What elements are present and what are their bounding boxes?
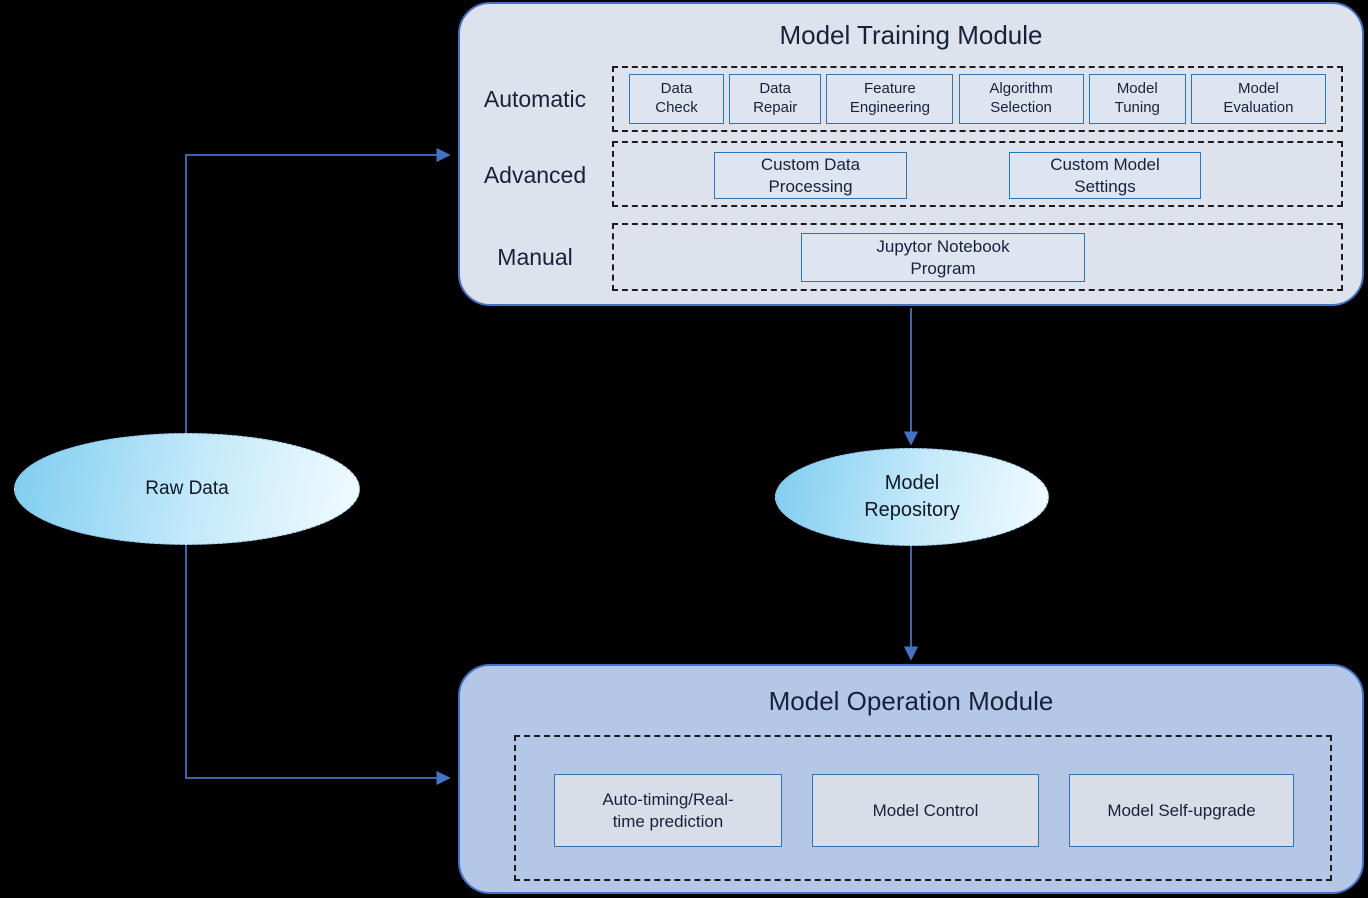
task-box-model-evaluation: Model Evaluation <box>1190 74 1326 124</box>
model-operation-module: Model Operation Module Auto-timing/Real-… <box>458 664 1364 894</box>
task-box-algorithm-selection: Algorithm Selection <box>958 74 1084 124</box>
task-box-model-control: Model Control <box>812 774 1039 847</box>
training-module-title: Model Training Module <box>779 20 1043 50</box>
row-label-automatic: Automatic <box>483 86 587 112</box>
model-training-module: Model Training Module Automatic Data Che… <box>458 2 1364 306</box>
model-repository-node: Model Repository <box>775 448 1049 546</box>
task-box-jupytor-notebook-program: Jupytor Notebook Program <box>801 233 1085 282</box>
operation-group: Auto-timing/Real- time prediction Model … <box>514 735 1332 881</box>
raw-data-label: Raw Data <box>145 478 229 500</box>
task-box-custom-model-settings: Custom Model Settings <box>1009 152 1201 199</box>
task-box-model-tuning: Model Tuning <box>1088 74 1186 124</box>
automatic-group: Data Check Data Repair Feature Engineeri… <box>612 66 1343 132</box>
task-box-feature-engineering: Feature Engineering <box>826 74 954 124</box>
task-box-data-repair: Data Repair <box>729 74 822 124</box>
row-label-advanced: Advanced <box>483 162 587 188</box>
arrow-rawdata-to-operation <box>185 543 451 786</box>
task-box-auto-timing-prediction: Auto-timing/Real- time prediction <box>554 774 782 847</box>
task-box-data-check: Data Check <box>629 74 724 124</box>
operation-module-title: Model Operation Module <box>768 686 1054 716</box>
model-repository-label: Model Repository <box>864 472 960 521</box>
raw-data-node: Raw Data <box>14 433 360 545</box>
advanced-group: Custom Data Processing Custom Model Sett… <box>612 141 1343 207</box>
arrow-rawdata-to-training <box>185 147 451 433</box>
task-box-model-self-upgrade: Model Self-upgrade <box>1069 774 1294 847</box>
task-box-custom-data-processing: Custom Data Processing <box>714 152 907 199</box>
row-label-manual: Manual <box>497 244 573 270</box>
manual-group: Jupytor Notebook Program <box>612 223 1343 291</box>
